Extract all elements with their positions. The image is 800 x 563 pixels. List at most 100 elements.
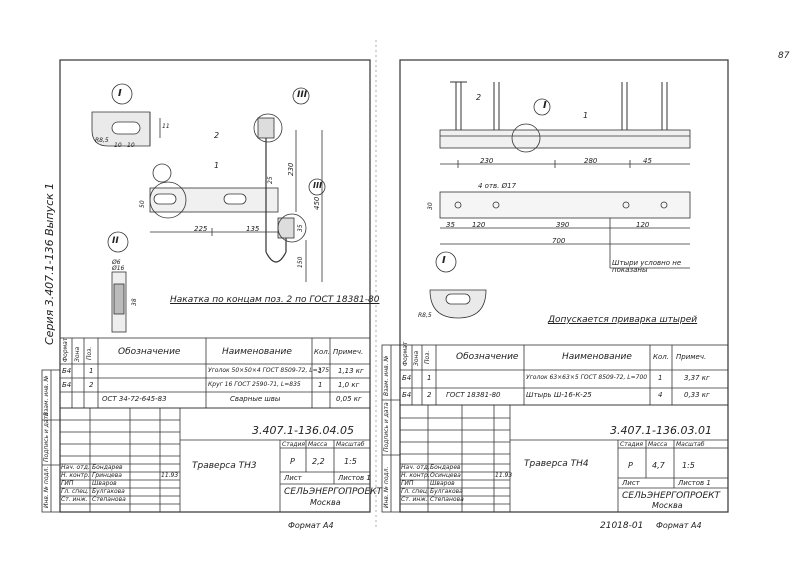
right-cell-note: 0,33 кг <box>684 391 710 399</box>
left-scale-head: Масштаб <box>336 441 365 448</box>
left-dim-25: 25 <box>267 176 274 184</box>
left-org: СЕЛЬЭНЕРГОПРОЕКТ <box>284 487 383 497</box>
right-plan-view <box>439 191 691 219</box>
left-th-note: Примеч. <box>333 348 364 356</box>
right-role: Ст. инж. <box>401 496 428 503</box>
left-side-sign: Подпись и дата <box>43 412 50 462</box>
left-person: Булгакова <box>92 488 125 495</box>
left-person: Степанова <box>92 496 126 503</box>
right-leader-2: 2 <box>476 93 482 102</box>
right-stage: Р <box>628 461 633 470</box>
left-th-zone: Зона <box>74 346 81 362</box>
right-dim-45: 45 <box>643 157 652 165</box>
left-dim-38: 38 <box>131 298 138 306</box>
right-dim-30: 30 <box>427 202 434 210</box>
left-cell-designation: ОСТ 34-72-645-83 <box>102 395 167 403</box>
right-dim-390: 390 <box>556 221 570 229</box>
left-callout-II: II <box>112 236 119 246</box>
left-th-qty: Кол. <box>314 348 330 356</box>
left-cell-note: 0,05 кг <box>336 395 362 403</box>
left-role: Гл. спец. <box>61 488 89 495</box>
right-mass: 4,7 <box>652 461 665 470</box>
right-person: Булгакова <box>430 488 463 495</box>
left-dim-10a: 10 <box>114 142 122 149</box>
left-role: ГИП <box>61 480 74 487</box>
left-dim-230: 230 <box>287 162 295 176</box>
left-callout-III-b: III <box>313 181 322 190</box>
left-stage: Р <box>290 457 295 466</box>
left-stage-head: Стадия <box>282 441 306 448</box>
right-cell-pos: 2 <box>427 391 432 399</box>
page-number: 87 <box>778 51 790 61</box>
left-sheet: Лист <box>284 474 302 482</box>
left-doc-title: Траверса ТН3 <box>192 461 257 471</box>
right-sheets: Листов 1 <box>678 479 711 487</box>
right-holes: 4 отв. Ø17 <box>478 182 517 190</box>
left-side-inv: Инв. № подл. <box>43 466 50 508</box>
left-dim-d16: Ø16 <box>112 265 125 272</box>
left-leader-2: 2 <box>214 131 220 140</box>
right-dim-700: 700 <box>552 237 566 245</box>
left-dim-450: 450 <box>313 196 321 210</box>
left-mass-head: Масса <box>308 441 328 448</box>
right-role: ГИП <box>401 480 414 487</box>
right-doc-code: 3.407.1-136.03.01 <box>610 424 712 437</box>
right-title-block <box>399 404 729 513</box>
left-dim-225: 225 <box>194 225 208 233</box>
left-dim-135: 135 <box>246 225 260 233</box>
right-dim-120a: 120 <box>472 221 486 229</box>
right-dim-35: 35 <box>446 221 455 229</box>
right-weld-note: Допускается приварка штырей <box>548 315 698 325</box>
right-callout-I: I <box>543 100 547 111</box>
left-cell-pos: 1 <box>89 367 94 375</box>
right-format: Формат А4 <box>656 521 702 530</box>
right-city: Москва <box>652 501 683 510</box>
left-cell-name: Круг 16 ГОСТ 2590-71, L=835 <box>208 381 301 388</box>
left-cell-format: Б4 <box>62 367 72 375</box>
right-dim-230: 230 <box>480 157 494 165</box>
left-person: Бондарев <box>92 464 123 471</box>
right-person: Осинцева <box>430 472 461 479</box>
left-format: Формат А4 <box>288 521 334 530</box>
right-side-repl: Взам. инв. № <box>383 355 390 396</box>
right-th-name: Наименование <box>562 352 632 362</box>
left-doc-code: 3.407.1-136.04.05 <box>252 424 354 437</box>
left-dim-50: 50 <box>139 200 146 208</box>
left-role: Нач. отд. <box>61 464 90 471</box>
right-person: Шваров <box>430 480 455 487</box>
right-org: СЕЛЬЭНЕРГОПРОЕКТ <box>622 491 721 501</box>
right-leader-1: 1 <box>583 111 589 120</box>
right-th-pos: Поз. <box>424 350 431 364</box>
right-sheet: Лист <box>622 479 640 487</box>
left-cell-name: Уголок 50×50×4 ГОСТ 8509-72, L=375 <box>208 367 330 374</box>
right-bolts-note: Штыри условно не показаны <box>612 259 682 275</box>
right-cell-qty: 1 <box>658 374 663 382</box>
right-cell-format: Б4 <box>402 374 412 382</box>
right-person: Степанова <box>430 496 464 503</box>
left-note: Накатка по концам поз. 2 по ГОСТ 18381-8… <box>170 295 380 305</box>
left-sheets: Листов 1 <box>338 474 371 482</box>
left-dim-r85: R8,5 <box>95 137 109 144</box>
left-callout-I: I <box>118 88 122 99</box>
right-th-zone: Зона <box>413 350 420 366</box>
right-cell-name: Штырь Ш-16-К-25 <box>526 391 592 399</box>
right-cell-designation: ГОСТ 18381-80 <box>446 391 501 399</box>
left-scale: 1:5 <box>344 457 357 466</box>
left-callout-I-circle <box>111 83 133 105</box>
right-side-inv: Инв. № подл. <box>383 466 390 508</box>
right-dim-120b: 120 <box>636 221 650 229</box>
right-cell-format: Б4 <box>402 391 412 399</box>
left-role: Ст. инж. <box>61 496 88 503</box>
left-leader-1: 1 <box>214 161 220 170</box>
right-angle-part <box>439 129 691 149</box>
left-th-designation: Обозначение <box>118 347 181 357</box>
right-th-format: Формат <box>402 341 409 366</box>
right-role: Н. контр. <box>401 472 430 479</box>
right-stage-head: Стадия <box>620 441 644 448</box>
right-doc-number: 21018-01 <box>600 521 644 531</box>
right-dim-280: 280 <box>584 157 598 165</box>
left-dim-d6: Ø6 <box>112 259 121 266</box>
left-dim-35: 35 <box>297 224 304 232</box>
left-cell-note: 1,0 кг <box>338 381 360 389</box>
